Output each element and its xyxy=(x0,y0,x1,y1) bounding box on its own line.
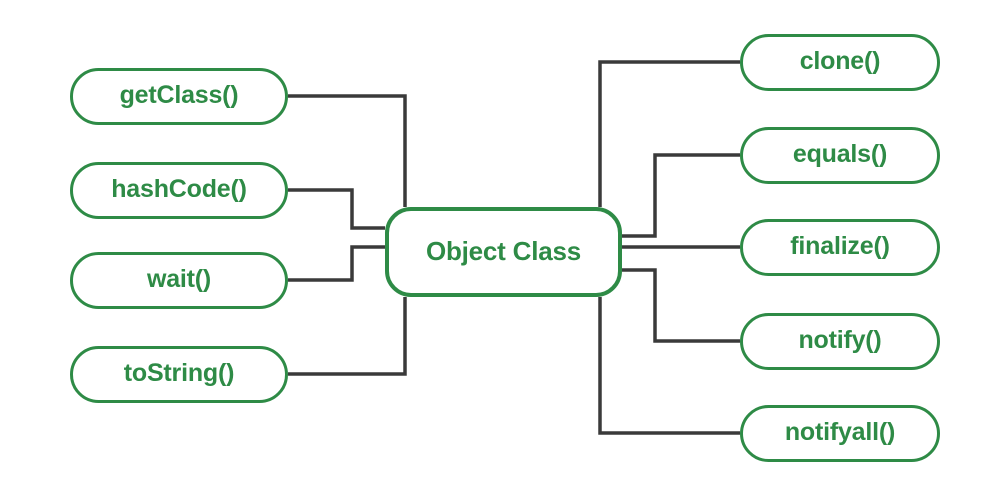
right-node-clone[interactable]: clone() xyxy=(740,34,940,91)
left-node-tostring[interactable]: toString() xyxy=(70,346,288,403)
right-node-notify[interactable]: notify() xyxy=(740,313,940,370)
left-node-hashcode[interactable]: hashCode() xyxy=(70,162,288,219)
clone-link xyxy=(598,60,740,207)
right-node-finalize[interactable]: finalize() xyxy=(740,219,940,276)
left-node-wait[interactable]: wait() xyxy=(70,252,288,309)
node-label: clone() xyxy=(799,47,881,75)
node-label: notify() xyxy=(798,326,882,354)
node-label: equals() xyxy=(792,140,888,168)
notify-link xyxy=(622,268,740,343)
toString-link xyxy=(288,297,407,376)
node-label: finalize() xyxy=(790,232,890,260)
node-label: hashCode() xyxy=(111,175,247,203)
notifyall-link xyxy=(598,297,740,435)
node-label: wait() xyxy=(146,265,212,293)
equals-link xyxy=(622,153,740,238)
node-label: notifyall() xyxy=(784,418,896,446)
node-label: getClass() xyxy=(119,81,239,109)
node-label: toString() xyxy=(123,359,235,387)
center-node-label: Object Class xyxy=(425,236,582,266)
getClass-link xyxy=(288,94,407,207)
center-node-object-class[interactable]: Object Class xyxy=(385,207,622,297)
wait-link xyxy=(288,245,385,282)
hashCode-link xyxy=(288,188,385,230)
right-node-equals[interactable]: equals() xyxy=(740,127,940,184)
right-node-notifyall[interactable]: notifyall() xyxy=(740,405,940,462)
left-node-getclass[interactable]: getClass() xyxy=(70,68,288,125)
